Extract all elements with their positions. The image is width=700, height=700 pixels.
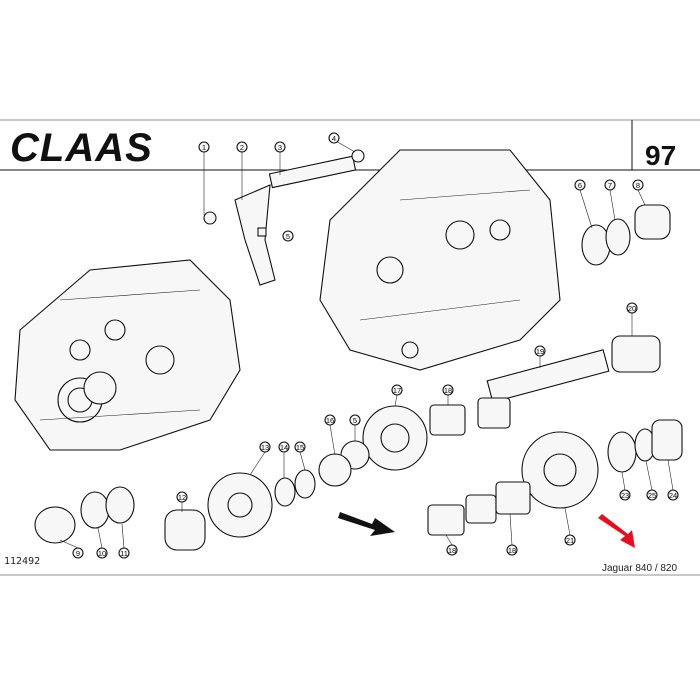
model-label: Jaguar 840 / 820 [602,563,678,574]
callout-3: 3 [274,141,286,153]
callout-13: 13 [259,441,271,453]
svg-text:25: 25 [648,491,656,500]
svg-text:18: 18 [508,546,516,555]
svg-text:5: 5 [353,416,357,425]
svg-text:21: 21 [566,536,574,545]
highlight-arrow [598,514,635,548]
svg-text:6: 6 [578,181,582,190]
callout-5: 5 [282,230,294,242]
callout-18-upper: 18 [442,384,454,396]
callout-25: 25 [646,489,658,501]
callout-19: 19 [534,345,546,357]
svg-text:2: 2 [240,143,244,152]
callout-14: 14 [278,441,290,453]
callout-4: 4 [328,132,340,144]
callout-10: 10 [96,547,108,559]
callout-12: 12 [176,491,188,503]
svg-text:15: 15 [296,443,304,452]
shift-fork-assembly [203,149,365,286]
svg-text:1: 1 [202,143,206,152]
right-housing [319,149,561,371]
callout-11: 11 [118,547,130,559]
brand-logo: CLAAS [10,126,153,170]
svg-text:14: 14 [280,443,288,452]
left-housing [14,259,241,451]
lower-left-parts [34,469,316,551]
svg-text:17: 17 [393,386,401,395]
rings-6-7-8 [581,204,671,266]
svg-text:19: 19 [536,347,544,356]
callouts: 1 2 3 4 5 6 7 8 9 10 11 12 13 14 15 16 5… [72,132,679,559]
callout-18-lower-right: 18 [506,544,518,556]
reference-number: 112492 [4,556,41,567]
page-number: 97 [645,140,677,171]
callout-2: 2 [236,141,248,153]
svg-text:20: 20 [628,304,636,313]
callout-1: 1 [198,141,210,153]
callout-6: 6 [574,179,586,191]
upper-bearings [318,397,511,487]
callout-23: 23 [619,489,631,501]
svg-text:7: 7 [608,181,612,190]
callout-20: 20 [626,302,638,314]
svg-text:3: 3 [278,143,282,152]
callout-8: 8 [632,179,644,191]
svg-text:13: 13 [261,443,269,452]
callout-21: 21 [564,534,576,546]
svg-text:4: 4 [332,134,336,143]
callout-17: 17 [391,384,403,396]
lower-bearings [427,481,531,536]
main-shaft [486,335,661,403]
svg-text:16: 16 [326,416,334,425]
svg-text:12: 12 [178,493,186,502]
svg-text:10: 10 [98,549,106,558]
svg-text:9: 9 [76,549,80,558]
callout-18-lower-left: 18 [446,544,458,556]
callout-7: 7 [604,179,616,191]
svg-text:18: 18 [444,386,452,395]
svg-text:23: 23 [621,491,629,500]
svg-text:18: 18 [448,546,456,555]
svg-text:24: 24 [669,491,677,500]
callout-9: 9 [72,547,84,559]
direction-arrow [338,512,395,536]
callout-5b: 5 [349,414,361,426]
svg-text:5: 5 [286,232,290,241]
svg-text:11: 11 [120,549,128,558]
bevel-gear-group [521,419,683,509]
svg-text:8: 8 [636,181,640,190]
callout-16: 16 [324,414,336,426]
callout-15: 15 [294,441,306,453]
callout-24: 24 [667,489,679,501]
